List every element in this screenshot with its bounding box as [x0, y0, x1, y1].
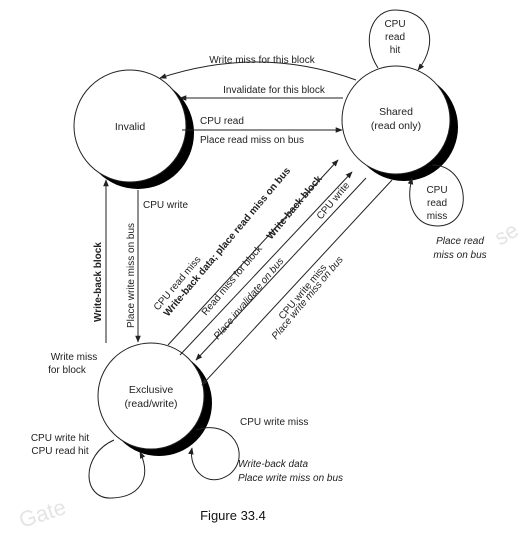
figure-caption: Figure 33.4 — [200, 508, 266, 523]
state-exclusive-circle — [97, 342, 205, 450]
state-invalid: Invalid — [73, 69, 194, 189]
edge-shared-to-exclusive-write — [195, 177, 367, 361]
state-shared: Shared (read only) — [341, 65, 458, 181]
loop-shared-read-miss — [407, 164, 464, 227]
label-write-back-data-loop: Write-back data — [238, 459, 308, 470]
label-cpu-read: CPU read — [200, 116, 244, 127]
label-place-write-miss-invalid: Place write miss on bus — [126, 223, 137, 328]
state-invalid-label: Invalid — [115, 121, 146, 133]
label-place-read-miss: Place read miss on bus — [200, 135, 304, 146]
label-shared-miss-3: miss — [427, 211, 448, 222]
label-shared-miss-1: CPU — [426, 185, 447, 196]
label-cpu-write-miss-diag: CPU write miss — [277, 263, 329, 322]
state-exclusive-label-1: Exclusive — [129, 384, 174, 396]
label-cpu-write-hit: CPU write hit — [31, 433, 90, 444]
label-shared-hit-2: read — [385, 32, 405, 43]
state-shared-label-2: (read only) — [371, 120, 421, 132]
label-cpu-write-miss-loop: CPU write miss — [240, 417, 308, 428]
state-exclusive-label-2: (read/write) — [124, 398, 177, 410]
loop-exclusive-hit — [88, 439, 146, 499]
state-exclusive: Exclusive (read/write) — [97, 342, 212, 456]
label-shared-hit-3: hit — [390, 45, 401, 56]
edge-exclusive-to-shared-readblock — [179, 171, 353, 356]
label-cpu-write-shared: CPU write — [315, 180, 353, 222]
label-write-miss-for-block-1: Write miss — [51, 352, 97, 363]
label-shared-miss-action-1: Place read — [436, 236, 484, 247]
edge-shared-to-invalid-arc — [159, 61, 357, 81]
label-write-back-data-read-miss: Write-back data; place read miss on bus — [162, 165, 293, 319]
label-write-miss-for-block-2: for block — [48, 365, 87, 376]
loop-exclusive-write-miss — [188, 427, 240, 481]
label-cpu-read-hit: CPU read hit — [31, 446, 88, 457]
label-cpu-write-invalid: CPU write — [143, 200, 188, 211]
loop-shared-read-hit — [368, 9, 431, 71]
label-shared-miss-2: read — [427, 198, 447, 209]
label-write-miss-this-block: Write miss for this block — [209, 55, 315, 66]
label-invalidate-this-block: Invalidate for this block — [223, 85, 326, 96]
state-shared-label-1: Shared — [379, 106, 413, 118]
label-shared-hit-1: CPU — [384, 19, 405, 30]
label-write-back-block-left: Write-back block — [93, 242, 104, 322]
watermark-se: se — [490, 217, 523, 250]
label-shared-miss-action-2: miss on bus — [433, 250, 486, 261]
state-shared-circle — [341, 65, 451, 175]
label-place-write-miss-loop: Place write miss on bus — [238, 473, 343, 484]
state-invalid-circle — [73, 69, 187, 183]
watermark-gate: Gate — [16, 494, 69, 533]
edge-exclusive-to-shared-readmiss — [167, 159, 339, 346]
edge-shared-to-exclusive-writemiss — [201, 179, 393, 386]
